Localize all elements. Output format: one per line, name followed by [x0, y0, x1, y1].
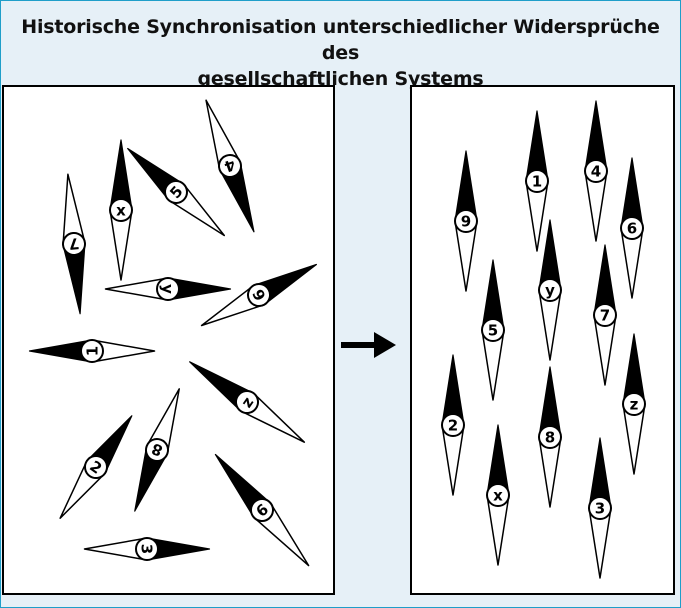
needle-hub — [481, 318, 505, 342]
needle-hub — [584, 159, 608, 183]
right-needle-3: 3 — [588, 437, 612, 579]
needle-label: 3 — [138, 544, 156, 554]
left-needle-6: 6 — [214, 453, 310, 567]
needle-hub — [588, 496, 612, 520]
needle-label: 6 — [627, 220, 637, 238]
needle-label: x — [116, 202, 126, 220]
right-needle-y: y — [538, 219, 562, 361]
needle-hub — [538, 278, 562, 302]
right-needle-x: x — [486, 424, 510, 566]
left-needle-1: 1 — [28, 339, 156, 363]
right-needle-5: 5 — [481, 259, 505, 401]
needle-hub — [218, 154, 242, 178]
right-needle-2: 2 — [441, 354, 465, 496]
needle-label: y — [159, 284, 177, 294]
left-needle-2: 2 — [59, 415, 133, 519]
right-needle-8: 8 — [538, 366, 562, 508]
needle-hub — [80, 339, 104, 363]
needle-hub — [145, 438, 169, 462]
needle-hub — [454, 209, 478, 233]
needle-hub — [135, 537, 159, 561]
needle-label: 7 — [600, 307, 610, 325]
needle-hub — [156, 277, 180, 301]
title-line-1: Historische Synchronisation unterschiedl… — [21, 16, 660, 64]
needle-label: 5 — [488, 322, 498, 340]
needle-hub — [109, 198, 133, 222]
needle-label: y — [545, 282, 555, 300]
needle-label: 8 — [545, 429, 555, 447]
needle-label: 1 — [532, 173, 542, 191]
needle-label: x — [493, 487, 503, 505]
needle-hub — [84, 455, 108, 479]
right-needle-group: 1 4 9 6 y 5 7 2 8 z x 3 — [441, 100, 646, 579]
left-needle-5: 5 — [127, 147, 226, 237]
needle-hub — [62, 232, 86, 256]
left-needle-7: 7 — [62, 173, 86, 315]
needle-hub — [164, 180, 188, 204]
needle-hub — [622, 392, 646, 416]
needle-hub — [235, 390, 259, 414]
needle-hub — [538, 425, 562, 449]
needle-hub — [620, 216, 644, 240]
right-needle-z: z — [622, 333, 646, 475]
needle-hub — [441, 413, 465, 437]
needle-hub — [247, 283, 271, 307]
left-needle-8: 8 — [134, 388, 180, 512]
arrow-right-icon — [341, 332, 396, 358]
title-line-2: gesellschaftlichen Systems — [197, 68, 484, 90]
right-needle-6: 6 — [620, 157, 644, 299]
left-panel — [2, 85, 335, 595]
needle-hub — [525, 169, 549, 193]
left-needle-x: x — [109, 139, 133, 281]
needle-label: 2 — [448, 417, 458, 435]
needle-hub — [486, 483, 510, 507]
right-needle-4: 4 — [584, 100, 608, 242]
figure-title: Historische Synchronisation unterschiedl… — [0, 14, 681, 92]
needle-label: 3 — [595, 500, 605, 518]
left-needle-y: y — [104, 277, 232, 301]
right-needle-9: 9 — [454, 150, 478, 292]
left-needle-9: 9 — [200, 263, 317, 327]
left-needle-3: 3 — [83, 537, 211, 561]
needle-hub — [250, 498, 274, 522]
right-needle-7: 7 — [593, 244, 617, 386]
needle-label: z — [630, 396, 639, 414]
needle-label: 1 — [84, 346, 102, 356]
needle-label: 7 — [68, 234, 80, 253]
needle-label: 9 — [461, 213, 471, 231]
left-needle-z: z — [189, 361, 306, 443]
left-needle-4: 4 — [205, 99, 255, 233]
needle-label: 4 — [591, 163, 601, 181]
needle-hub — [593, 303, 617, 327]
right-needle-1: 1 — [525, 110, 549, 252]
